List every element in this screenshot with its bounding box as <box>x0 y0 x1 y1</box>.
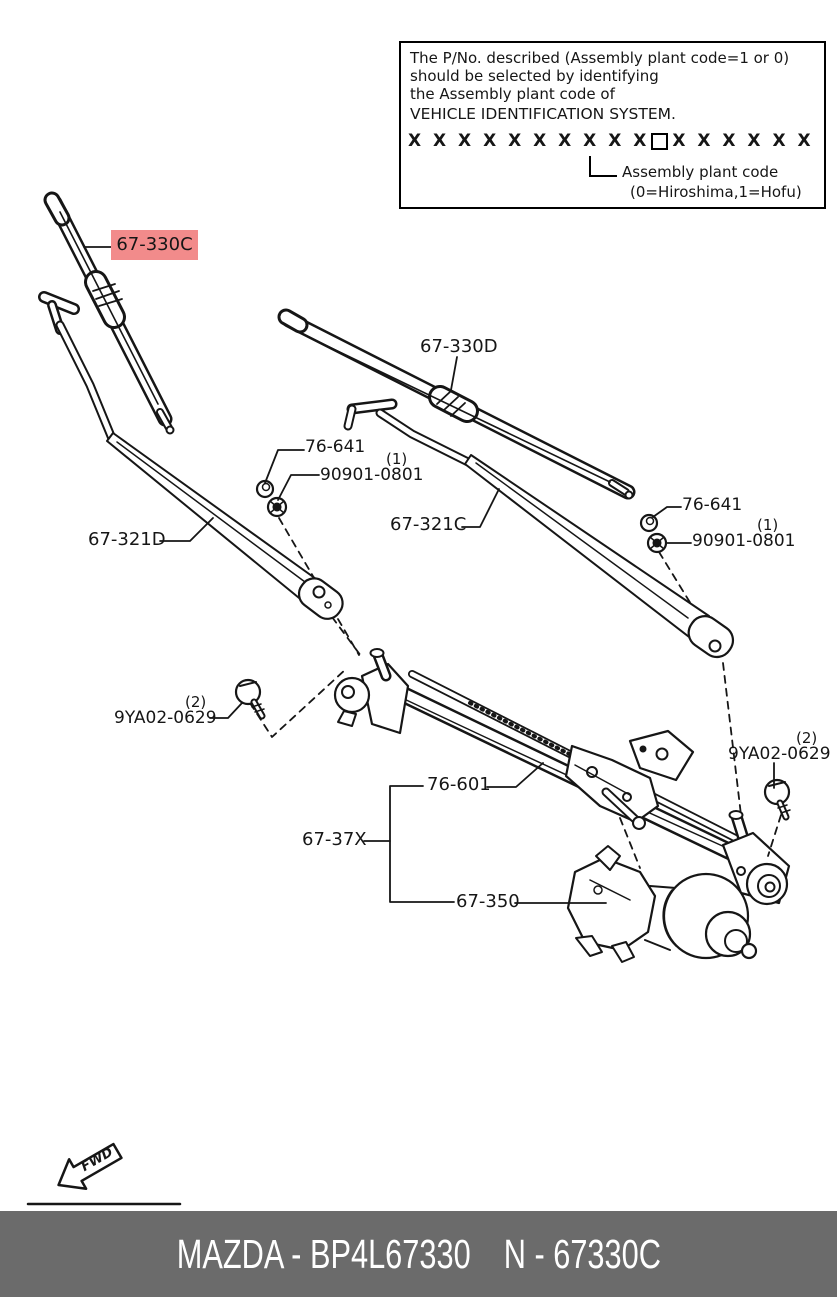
wiper-arm-left-drawing <box>38 291 344 620</box>
callout-cap-right[interactable]: 76-641 <box>682 495 743 515</box>
wiper-motor-drawing <box>566 845 758 963</box>
vin-mask-suffix: X X X X X X <box>672 131 814 151</box>
wiper-blade-left-drawing <box>43 191 175 435</box>
callout-assembly-group[interactable]: 67-37X <box>302 829 367 850</box>
plant-code-pointer-line <box>589 156 617 177</box>
vin-mask-prefix: X X X X X X X X X X <box>408 131 650 151</box>
wiper-linkage-drawing <box>333 648 791 906</box>
callout-nut-left[interactable]: 90901-0801 <box>320 465 424 485</box>
callout-motor[interactable]: 67-350 <box>456 891 520 912</box>
footer-figure-number: N - 67330C <box>503 1230 661 1277</box>
bolt-left-drawing <box>234 678 266 720</box>
assembly-dashed-lines <box>249 517 782 869</box>
note-line-2: should be selected by identifying <box>410 67 659 85</box>
callout-bolt-left[interactable]: 9YA02-0629 <box>114 708 217 728</box>
wiper-blade-right-drawing <box>277 308 636 500</box>
callout-leader-lines <box>83 246 775 904</box>
note-line-1: The P/No. described (Assembly plant code… <box>410 49 790 67</box>
fwd-arrow: FWD <box>26 1142 182 1206</box>
callout-arm-left[interactable]: 67-321D <box>88 529 166 550</box>
callout-arm-right[interactable]: 67-321C <box>390 514 467 535</box>
callout-nut-qty-left: (1) <box>386 450 408 468</box>
bolt-right-drawing <box>763 778 791 821</box>
callout-blade-right[interactable]: 67-330D <box>420 336 498 357</box>
pivot-nut-right-drawing <box>646 532 668 554</box>
note-line-3: the Assembly plant code of <box>410 85 615 103</box>
callout-nut-right[interactable]: 90901-0801 <box>692 531 796 551</box>
pivot-nut-left-drawing <box>266 496 288 518</box>
catalog-footer-banner: MAZDA - BP4L67330 N - 67330C <box>0 1211 837 1297</box>
plant-code-label: Assembly plant code <box>622 163 779 181</box>
callout-bolt-qty-left: (2) <box>185 693 207 711</box>
note-line-4: VEHICLE IDENTIFICATION SYSTEM. <box>410 105 676 123</box>
callout-linkage[interactable]: 76-601 <box>427 774 491 795</box>
callout-cap-left[interactable]: 76-641 <box>305 437 366 457</box>
assembly-plant-note-box: The P/No. described (Assembly plant code… <box>399 41 826 209</box>
vin-plant-code-box <box>651 132 669 150</box>
pivot-cap-right-drawing <box>639 513 659 533</box>
callout-bolt-right[interactable]: 9YA02-0629 <box>728 744 831 764</box>
footer-part-number: MAZDA - BP4L67330 <box>176 1230 471 1277</box>
plant-code-values: (0=Hiroshima,1=Hofu) <box>630 183 802 201</box>
callout-nut-qty-right: (1) <box>757 516 779 534</box>
wiper-arm-right-drawing <box>343 398 735 659</box>
callout-bolt-qty-right: (2) <box>796 729 818 747</box>
callout-blade-left-highlighted[interactable]: 67-330C <box>111 230 198 260</box>
